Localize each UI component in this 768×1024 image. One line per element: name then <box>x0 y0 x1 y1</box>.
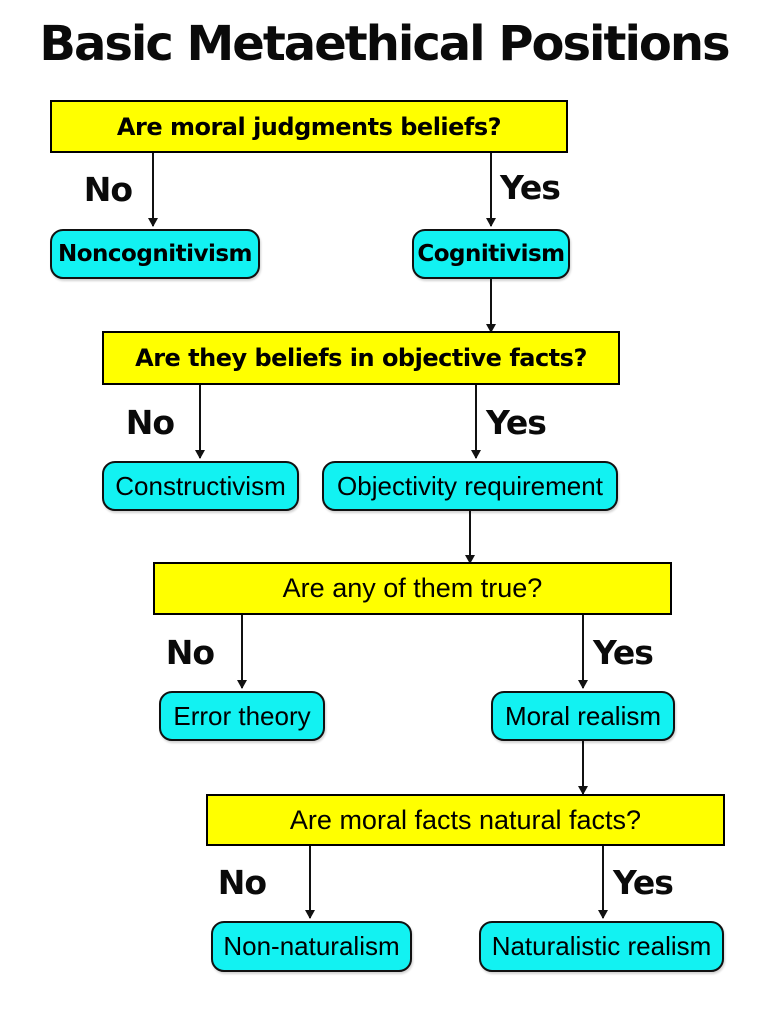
arrow-down-icon <box>237 615 247 689</box>
answer-box-naturalistic-realism: Naturalistic realism <box>479 921 724 972</box>
answer-box-cognitivism: Cognitivism <box>412 229 570 279</box>
arrow-down-icon <box>578 741 588 795</box>
answer-text: Error theory <box>173 700 311 731</box>
question-box-moral-judgments: Are moral judgments beliefs? <box>50 100 568 153</box>
answer-box-constructivism: Constructivism <box>102 461 299 511</box>
page-title: Basic Metaethical Positions <box>39 16 730 72</box>
question-box-any-true: Are any of them true? <box>153 562 672 615</box>
arrow-down-icon <box>471 385 481 459</box>
arrow-down-icon <box>578 615 588 689</box>
answer-text: Non-naturalism <box>223 931 400 961</box>
answer-text: Cognitivism <box>417 241 565 267</box>
question-box-natural-facts: Are moral facts natural facts? <box>206 794 725 846</box>
arrow-down-icon <box>486 153 496 227</box>
question-text: Are any of them true? <box>282 573 543 603</box>
answer-box-moral-realism: Moral realism <box>491 691 675 741</box>
arrow-down-icon <box>148 153 158 227</box>
question-text: Are moral facts natural facts? <box>289 804 642 835</box>
no-label-3: No <box>165 633 215 672</box>
answer-text: Constructivism <box>115 470 286 501</box>
answer-box-error-theory: Error theory <box>159 691 325 741</box>
question-box-objective-facts: Are they beliefs in objective facts? <box>102 331 620 385</box>
answer-text: Moral realism <box>504 700 662 731</box>
answer-box-noncognitivism: Noncognitivism <box>50 229 260 279</box>
no-label-1: No <box>83 170 133 209</box>
answer-text: Noncognitivism <box>58 241 253 267</box>
yes-label-4: Yes <box>613 863 674 902</box>
arrow-down-icon <box>465 511 475 564</box>
answer-box-objectivity-requirement: Objectivity requirement <box>322 461 618 511</box>
arrow-down-icon <box>486 279 496 333</box>
arrow-down-icon <box>598 846 608 919</box>
no-label-2: No <box>125 403 175 442</box>
question-text: Are they beliefs in objective facts? <box>135 344 587 372</box>
answer-text: Objectivity requirement <box>337 470 603 501</box>
question-text: Are moral judgments beliefs? <box>116 112 502 141</box>
answer-text: Naturalistic realism <box>491 931 712 961</box>
yes-label-3: Yes <box>593 633 654 672</box>
answer-box-non-naturalism: Non-naturalism <box>211 921 412 972</box>
arrow-down-icon <box>195 385 205 459</box>
no-label-4: No <box>217 863 267 902</box>
yes-label-1: Yes <box>500 168 561 207</box>
arrow-down-icon <box>305 846 315 919</box>
yes-label-2: Yes <box>486 403 547 442</box>
